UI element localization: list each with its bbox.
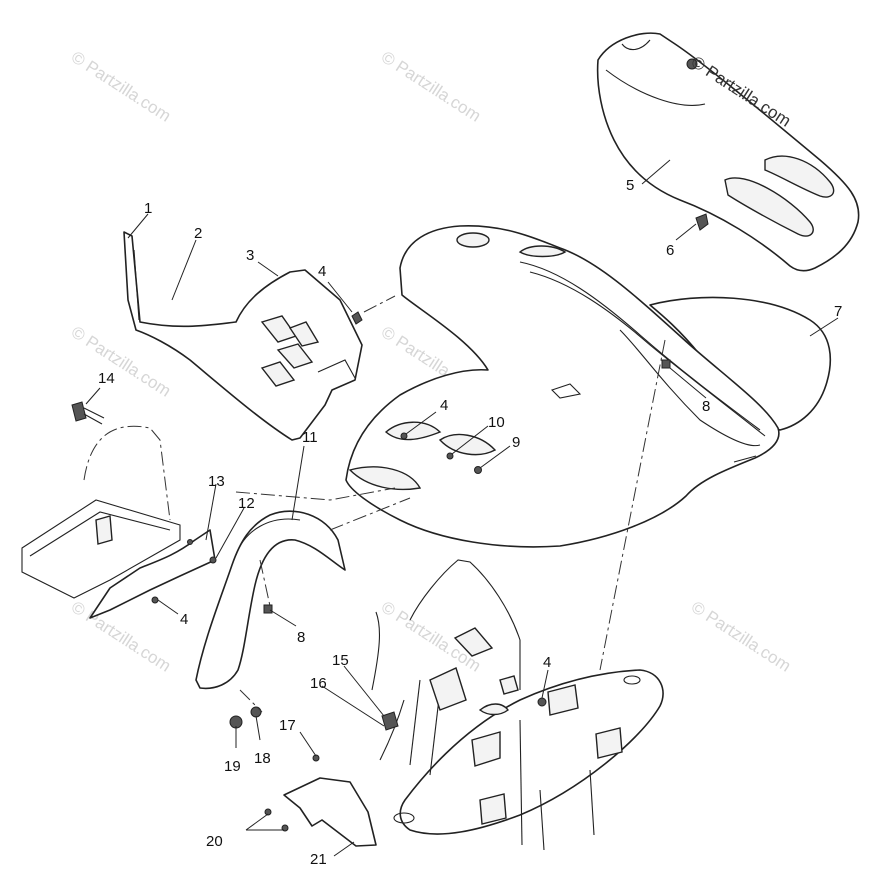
nut-icon — [474, 466, 482, 474]
callout-11: 11 — [302, 429, 318, 446]
callout-15: 15 — [332, 652, 349, 669]
callout-1: 1 — [144, 200, 152, 217]
callout-6: 6 — [666, 242, 674, 259]
hardware-fasteners — [151, 213, 709, 832]
nut-icon — [661, 359, 671, 369]
part-1-2-3-side-panel — [123, 231, 363, 441]
callout-10: 10 — [488, 414, 505, 431]
callout-5: 5 — [626, 177, 634, 194]
washer-icon — [250, 706, 262, 718]
callout-2: 2 — [194, 225, 202, 242]
callout-labels: 1 2 3 4 5 6 7 8 4 10 9 11 12 13 14 4 8 1… — [98, 177, 842, 868]
callout-19: 19 — [224, 758, 241, 775]
callout-21: 21 — [310, 851, 327, 868]
callout-16: 16 — [310, 675, 327, 692]
part-5-front-cover — [596, 32, 860, 272]
callout-7: 7 — [834, 303, 842, 320]
part-frame-support — [371, 559, 664, 851]
callout-4: 4 — [440, 397, 448, 414]
callout-12: 12 — [238, 495, 255, 512]
part-front-cabinet-body — [345, 224, 780, 548]
callout-8: 8 — [297, 629, 305, 646]
callout-17: 17 — [279, 717, 296, 734]
part-14-bolt — [71, 401, 105, 425]
callout-4: 4 — [318, 263, 326, 280]
screw-icon — [187, 539, 193, 545]
watermark-text: © Partzilla.com — [688, 597, 794, 675]
part-21-shield-plate — [283, 777, 377, 847]
clip-icon — [695, 213, 709, 231]
callout-13: 13 — [208, 473, 225, 490]
callout-9: 9 — [512, 434, 520, 451]
nut-icon — [263, 604, 273, 614]
part-footwell-floorboard — [21, 425, 216, 619]
watermark-text: © Partzilla.com — [378, 47, 484, 125]
callout-14: 14 — [98, 370, 115, 387]
screw-icon — [351, 311, 363, 325]
watermark-text: © Partzilla.com — [68, 47, 174, 125]
part-11-fender-guard — [195, 510, 346, 690]
harness-clip-icon — [381, 711, 399, 731]
assembly-lines — [235, 295, 666, 713]
screw-icon — [446, 452, 454, 460]
screw-icon — [312, 754, 320, 762]
callout-3: 3 — [246, 247, 254, 264]
callout-4: 4 — [543, 654, 551, 671]
callout-18: 18 — [254, 750, 271, 767]
fastener-icon — [686, 58, 698, 70]
watermark-text: © Partzilla.com — [68, 597, 174, 675]
callout-8: 8 — [702, 398, 710, 415]
screw-icon — [151, 596, 159, 604]
screw-icon — [537, 697, 547, 707]
nut-icon — [209, 556, 217, 564]
callout-4: 4 — [180, 611, 188, 628]
callout-20: 20 — [206, 833, 223, 850]
leader-lines — [85, 159, 839, 857]
screw-icon — [400, 432, 408, 440]
screw-icon — [264, 808, 272, 816]
